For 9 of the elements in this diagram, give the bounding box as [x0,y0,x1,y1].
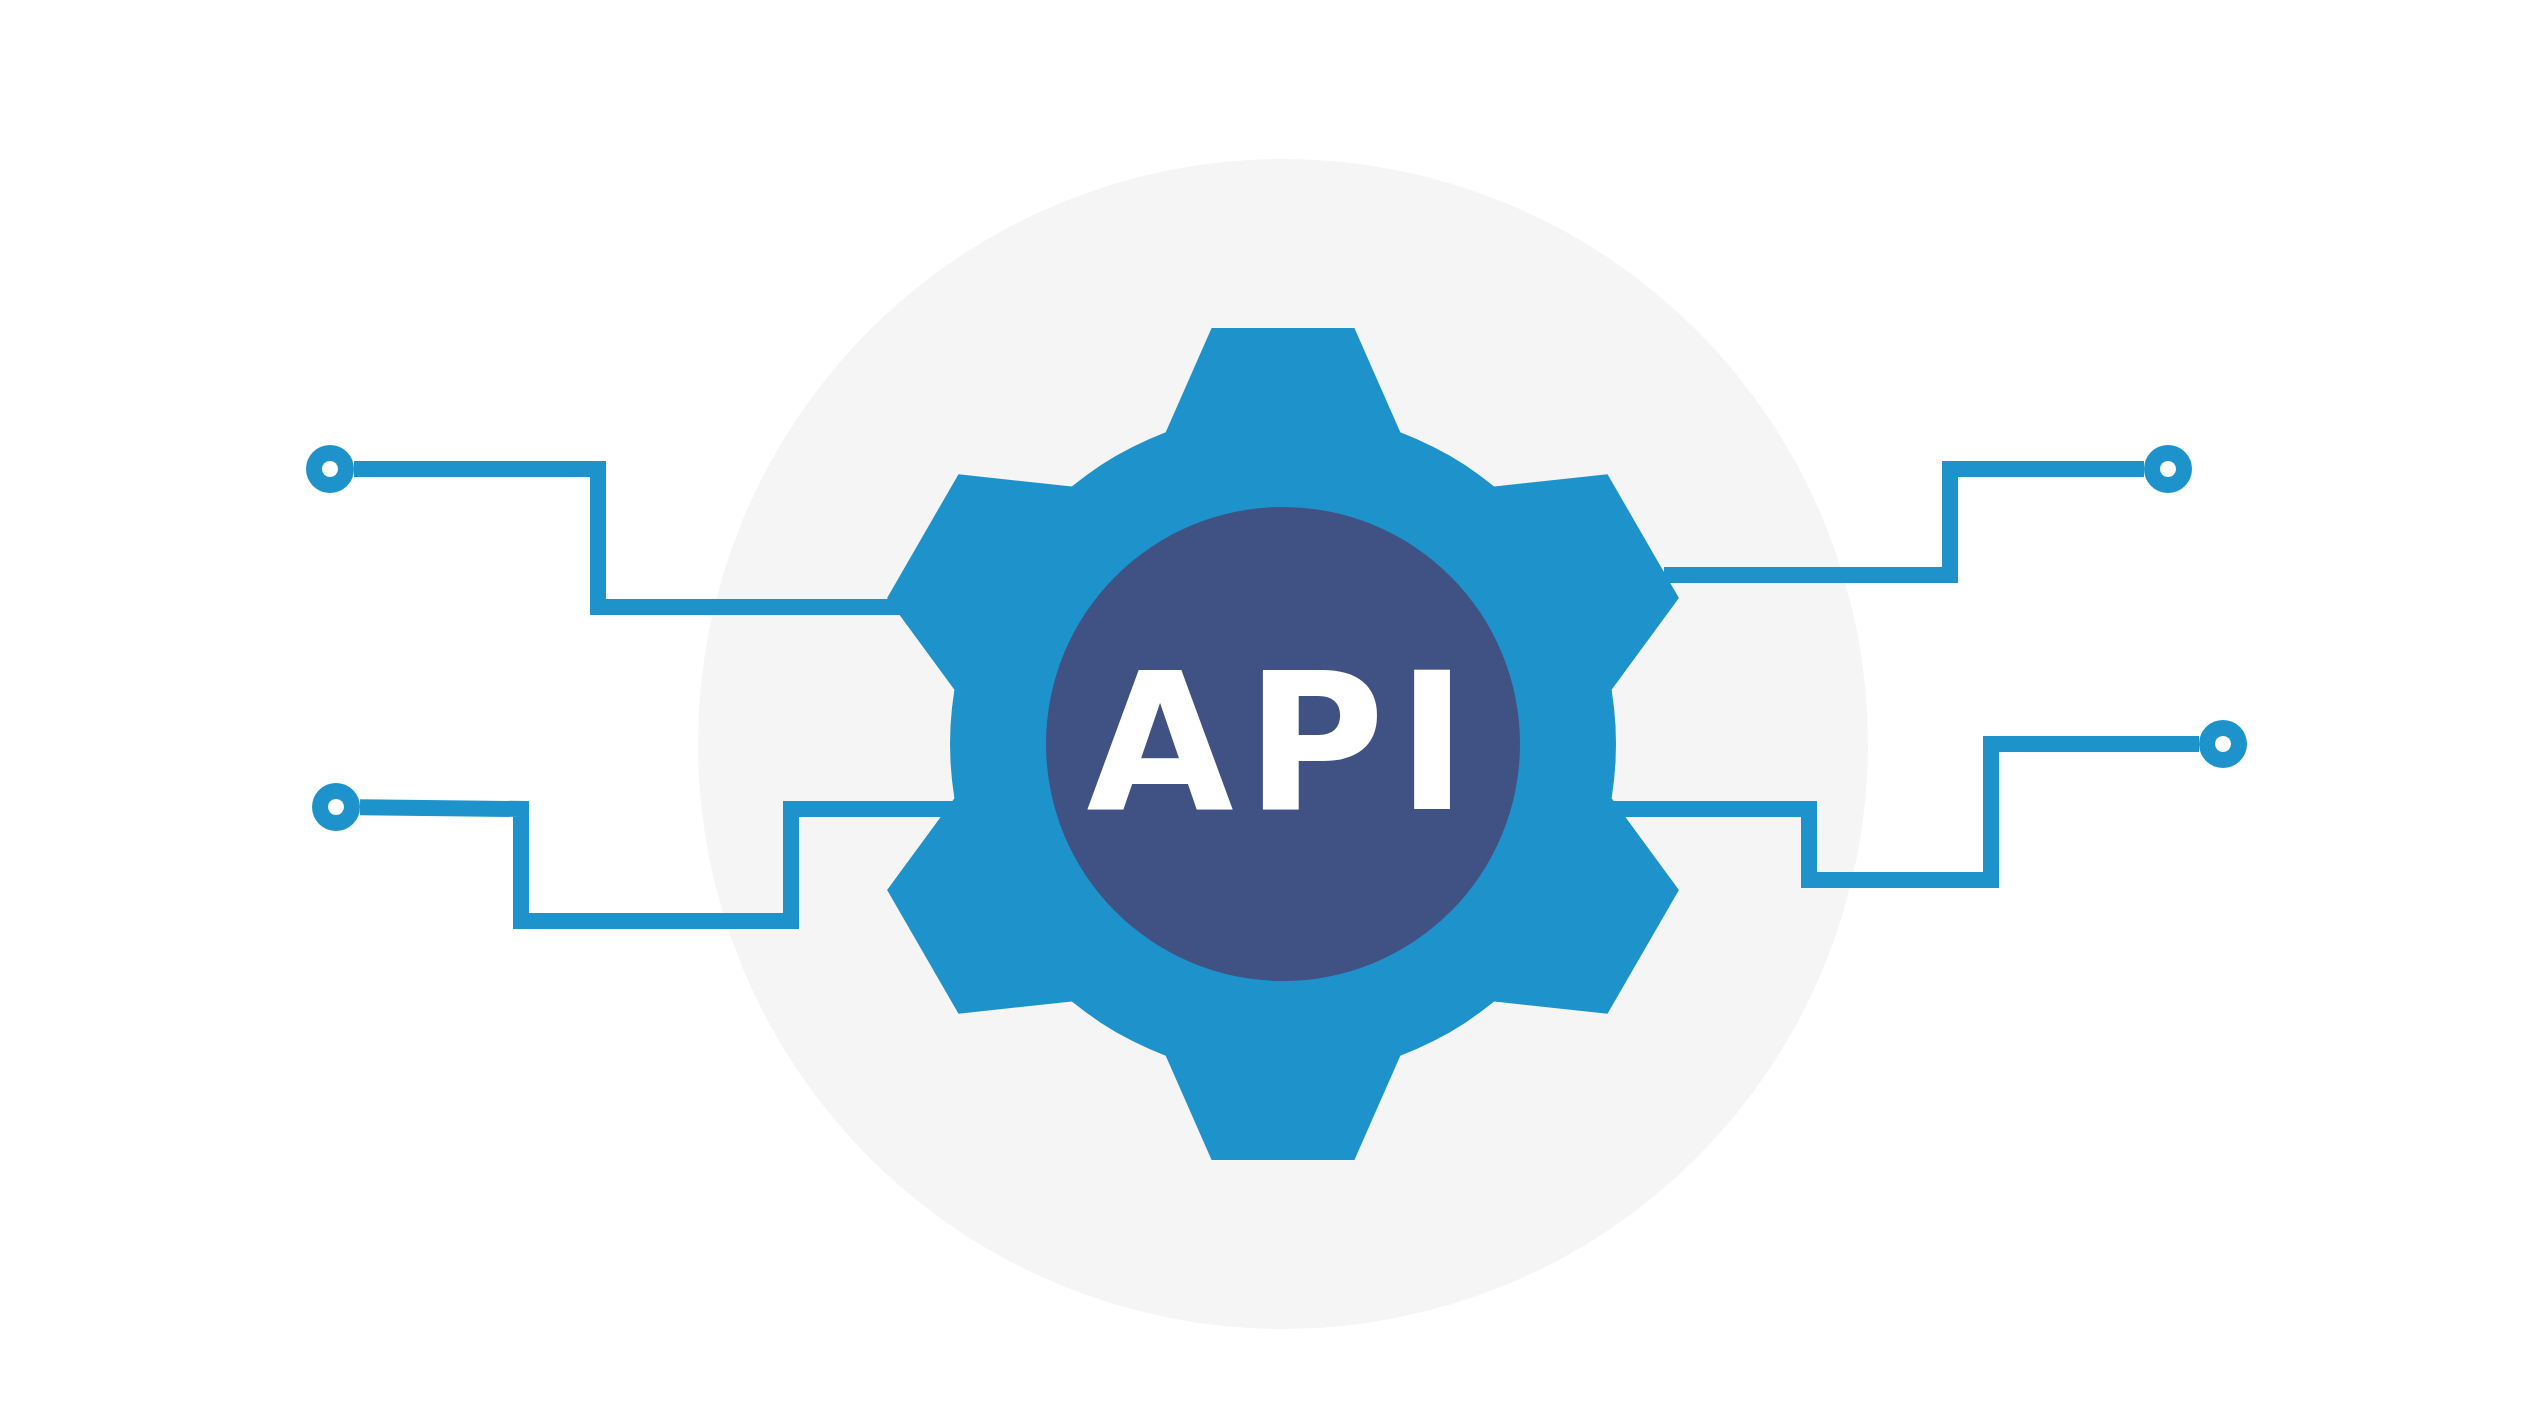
circuit-line [1664,461,2144,583]
circuit-line [359,799,953,929]
terminal-circle [2143,444,2193,494]
circuit-line [1612,736,2199,888]
circuit-line [354,461,901,615]
terminal-circle [2198,719,2248,769]
terminal-circle [305,444,355,494]
terminal-circle [311,782,361,832]
gear-label: API [1086,649,1480,839]
